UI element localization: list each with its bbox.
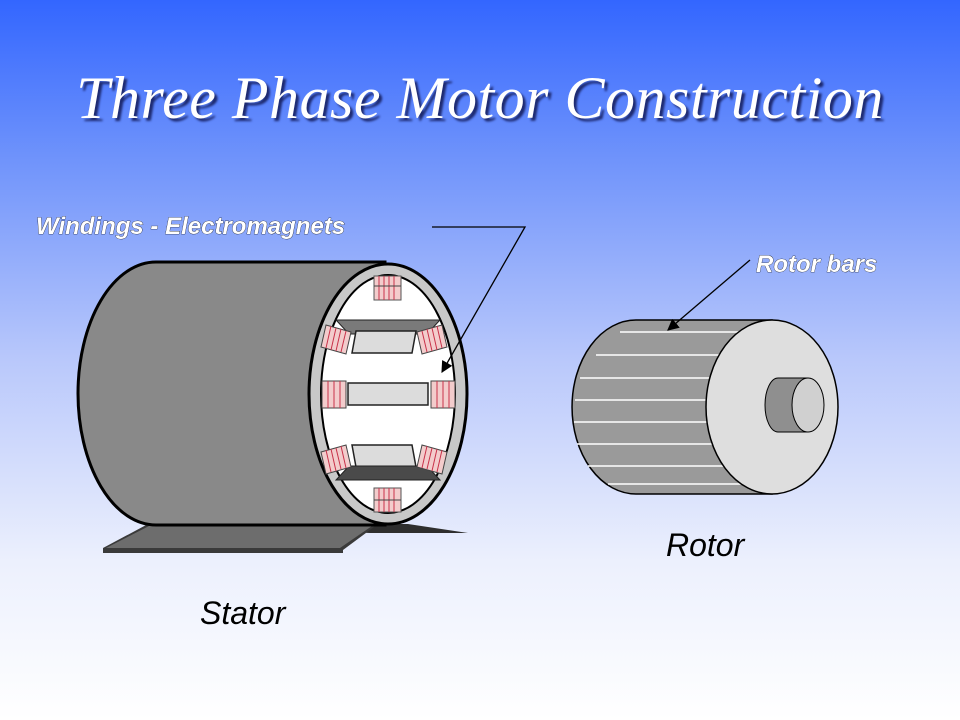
rotor-label: Rotor bbox=[666, 527, 746, 563]
stator-pole-middle bbox=[321, 380, 456, 409]
rotor-illustration bbox=[571, 319, 839, 495]
windings-leader-line bbox=[432, 226, 527, 374]
rotor-shaft bbox=[764, 377, 825, 433]
winding-coil bbox=[416, 324, 448, 355]
stator-label: Stator bbox=[200, 595, 287, 631]
stator-illustration bbox=[76, 260, 469, 553]
pole-face bbox=[351, 330, 417, 354]
stator-housing bbox=[76, 260, 387, 527]
windings-label: Windings - Electromagnets bbox=[36, 213, 345, 240]
stator-base bbox=[103, 524, 468, 553]
stator-pole-upper bbox=[320, 319, 448, 355]
rotor-bars-leader-line bbox=[667, 259, 751, 331]
stator-pole-bottom bbox=[373, 487, 402, 513]
stator-pole-lower bbox=[320, 444, 448, 481]
stator-pole-top bbox=[373, 275, 402, 301]
pole-face bbox=[351, 444, 417, 468]
rotor-bars-label: Rotor bars bbox=[756, 251, 877, 278]
winding-coil bbox=[373, 275, 402, 301]
pole-face bbox=[347, 382, 429, 406]
winding-coil bbox=[320, 324, 352, 355]
pole-shoe bbox=[334, 465, 442, 481]
winding-coil bbox=[416, 444, 448, 475]
winding-coil bbox=[320, 444, 352, 475]
slide-title: Three Phase Motor Construction bbox=[76, 65, 884, 131]
